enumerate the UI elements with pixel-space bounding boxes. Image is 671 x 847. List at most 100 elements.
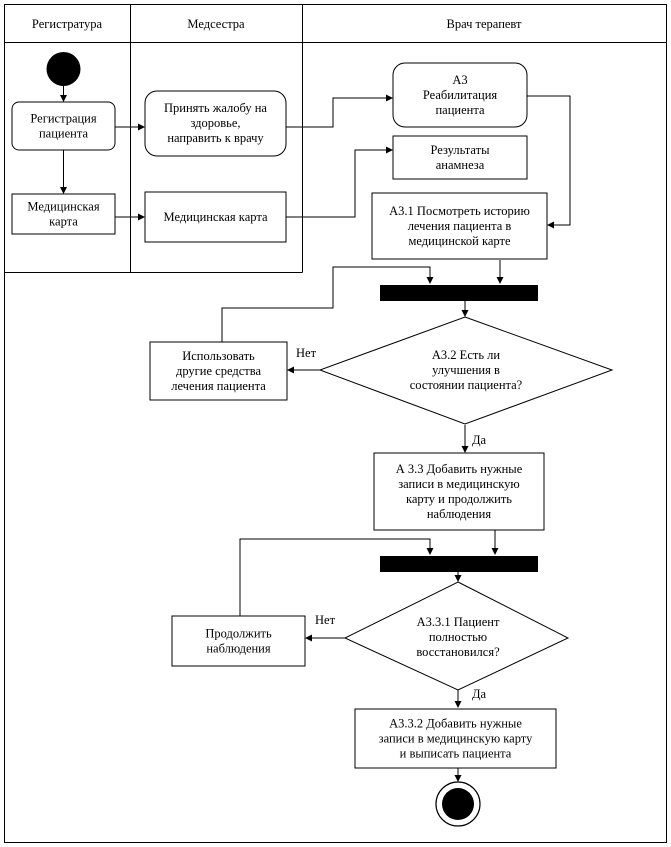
start-node: [46, 52, 81, 86]
arrowhead: [454, 775, 462, 782]
text-line: Медицинская: [27, 200, 99, 214]
text-line: карта: [49, 215, 78, 229]
swimlanes: Регистратура Медсестра Врач терапевт: [4, 4, 667, 843]
arrowhead: [454, 701, 462, 708]
arrowhead: [138, 123, 145, 131]
text-line: восстановился?: [416, 645, 500, 659]
text-line: лечения пациента в: [408, 219, 512, 233]
node-a31-view-history: [371, 192, 548, 260]
text-line: наблюдения: [427, 507, 492, 521]
edge-labels: Нет Да Нет Да: [296, 346, 487, 701]
text-line: карту и продолжить: [406, 492, 512, 506]
arrowhead: [426, 277, 434, 284]
text-line: Использовать: [182, 349, 255, 363]
node-a331-decision: [343, 581, 570, 691]
lane-title-registry: Регистратура: [32, 17, 103, 31]
lane-title-doctor: Врач терапевт: [447, 17, 523, 31]
node-use-other-means: [149, 341, 288, 401]
node-accept-complaint: [144, 90, 287, 157]
text-line: другие средства: [176, 364, 261, 378]
edge-rehab-to-history: [527, 95, 571, 226]
diagram-border: [4, 4, 667, 843]
text-line: медицинской карте: [409, 234, 511, 248]
text-line: и выписать пациента: [400, 747, 512, 761]
text-line: А3.3.2 Добавить нужные: [389, 717, 522, 731]
arrowhead: [386, 146, 393, 154]
node-a32-decision: [318, 316, 614, 425]
arrowhead: [60, 95, 67, 102]
text-line: полностью: [429, 630, 487, 644]
label-no-2: Нет: [315, 613, 336, 627]
arrowhead: [547, 221, 554, 229]
text-line: Продолжить: [205, 627, 272, 641]
text-line: здоровье,: [190, 116, 240, 130]
text-line: пациента: [39, 127, 88, 141]
text-line: записи в медицинскую карту: [379, 732, 533, 746]
text-line: Медицинская карта: [164, 210, 268, 224]
arrowhead: [491, 548, 499, 555]
text-line: А3.2 Есть ли: [432, 348, 500, 362]
arrowhead: [461, 446, 469, 453]
arrowhead: [138, 213, 145, 221]
text-line: Результаты: [430, 143, 490, 157]
node-medical-card-registry: [11, 193, 116, 235]
arrowhead: [454, 575, 462, 582]
text-line: анамнеза: [436, 158, 485, 172]
text-line: А3.1 Посмотреть историю: [389, 204, 530, 218]
label-yes-1: Да: [472, 433, 487, 447]
control-nodes: [46, 52, 538, 827]
fork-bar-1: [380, 285, 538, 301]
text-line: Принять жалобу на: [164, 101, 267, 115]
text-line: лечения пациента: [171, 379, 266, 393]
end-node-inner: [442, 788, 474, 820]
arrowhead: [60, 187, 67, 194]
text-line: А3: [452, 73, 467, 87]
text-line: наблюдения: [206, 642, 271, 656]
node-medical-card-nurse-text: Медицинская карта: [164, 210, 268, 224]
arrowhead: [305, 634, 312, 642]
label-no-1: Нет: [296, 346, 317, 360]
arrowhead: [287, 366, 294, 374]
node-continue-observation: [171, 615, 306, 667]
text-line: направить к врачу: [167, 131, 264, 145]
text-line: А3.3.1 Пациент: [417, 615, 500, 629]
text-line: состоянии пациента?: [410, 378, 523, 392]
text-line: пациента: [435, 103, 484, 117]
node-a332-discharge: [354, 708, 557, 769]
fork-bar-2: [380, 556, 538, 572]
edges: [60, 86, 571, 782]
arrowhead: [426, 548, 434, 555]
arrowhead: [461, 310, 469, 317]
node-anamnesis-results: [392, 135, 528, 180]
arrowhead: [386, 94, 393, 102]
text-line: Регистрация: [30, 112, 96, 126]
node-a3-rehab: [392, 62, 528, 128]
node-register-patient: [11, 101, 116, 151]
lane-title-nurse: Медсестра: [187, 17, 245, 31]
edge-loop2-to-fork2: [239, 538, 431, 616]
node-a33-add-records: [373, 452, 545, 531]
edge-nurse-card-to-anamnesis: [286, 149, 388, 218]
arrowhead: [496, 277, 504, 284]
text-line: записи в медицинскую: [398, 477, 520, 491]
node-medical-card-nurse: [144, 191, 287, 243]
edge-complaint-to-rehab: [286, 97, 388, 128]
text-line: Реабилитация: [423, 88, 498, 102]
text-line: улучшения в: [432, 363, 500, 377]
text-line: А 3.3 Добавить нужные: [396, 462, 523, 476]
edge-loop1-to-fork1: [221, 266, 431, 342]
